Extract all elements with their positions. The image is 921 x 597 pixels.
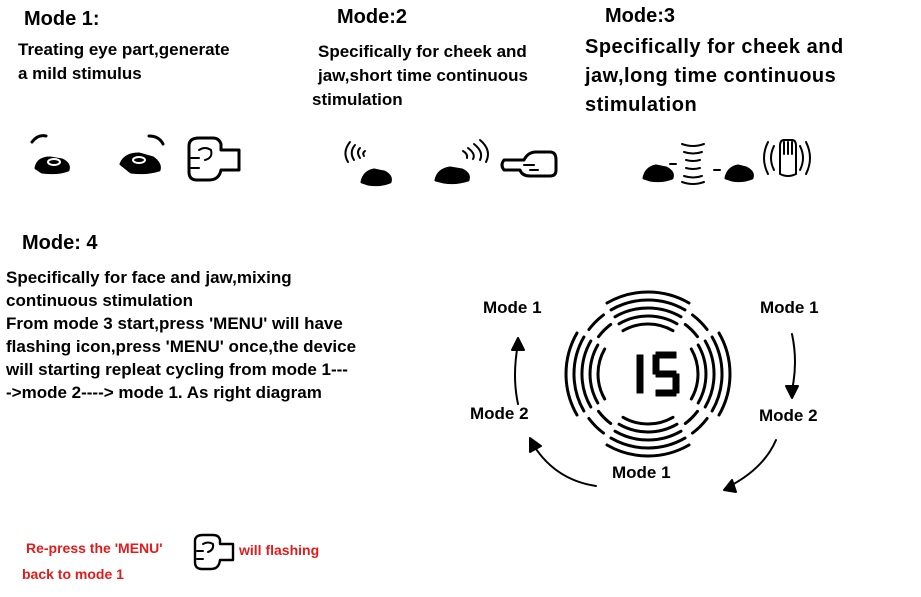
fist-icon [187,136,241,182]
diagram-label-right: Mode 2 [759,406,818,425]
arrow-icon [785,333,799,399]
mode3-line: stimulation [585,94,698,116]
display-arc [587,417,605,435]
display-arc [605,443,691,458]
mode3-line: jaw,long time continuous [585,65,837,87]
pad-icon [713,164,754,183]
diagram-label-top-right: Mode 1 [760,298,819,317]
footer-after-icon: will flashing [239,542,320,558]
mode-cycle-display [564,290,732,458]
display-arc [580,339,593,409]
diagram-label-left: Mode 2 [470,404,529,423]
mode2-description: Specifically for cheek and jaw,short tim… [312,40,528,112]
display-arc [609,436,687,450]
mode4-title: Mode: 4 [22,232,98,254]
display-digit-segment [655,389,677,397]
mode1-title: Mode 1: [24,8,100,30]
display-arc [717,331,732,417]
mode4-line: From mode 3 start,press 'MENU' will have [6,314,343,333]
display-arc [572,335,586,413]
mode1-line: a mild stimulus [18,64,142,83]
display-arc [689,347,700,401]
display-arc [710,335,724,413]
display-arc [621,415,675,426]
display-arc [683,323,699,339]
mode2-line: Specifically for cheek and [318,42,527,61]
pad-icon [30,134,70,175]
mode1-line: Treating eye part,generate [18,40,230,59]
display-arc [696,343,708,405]
display-arc [564,331,579,417]
palm-hand-icon [763,139,811,177]
diagram-label-top-left: Mode 1 [483,298,542,317]
mode2-title: Mode:2 [337,6,407,28]
display-arc [703,339,716,409]
display-arc [597,409,613,425]
pointing-hand-icon [500,150,558,178]
display-arc [588,343,600,405]
mode2-line: stimulation [312,90,403,109]
arrow-icon [511,337,525,405]
display-arc [691,313,709,331]
display-arc [683,409,699,425]
mode4-line: continuous stimulation [6,291,193,310]
display-arc [621,322,675,333]
display-arc [609,298,687,312]
display-arc [605,290,691,305]
display-arc [617,314,679,326]
mode3-line: Specifically for cheek and [585,36,844,58]
display-arc [596,347,607,401]
mode3-title: Mode:3 [605,5,675,27]
pad-wave-icon [344,141,392,187]
footer-line1: Re-press the 'MENU' [26,540,163,556]
fist-icon [193,533,235,571]
display-arc [617,422,679,434]
pad-wave-icon [434,139,489,185]
mode4-line: flashing icon,press 'MENU' once,the devi… [6,337,357,356]
diagram-label-bottom: Mode 1 [612,463,671,482]
display-arc [613,429,683,442]
display-digit-segment [636,373,644,394]
mode4-description: Specifically for face and jaw,mixing con… [6,266,356,404]
display-arc [691,417,709,435]
display-arc [587,313,605,331]
mode4-line: will starting repleat cycling from mode … [6,360,348,379]
display-arc [613,306,683,319]
mode3-description: Specifically for cheek and jaw,long time… [585,33,844,120]
footer-line2: back to mode 1 [22,566,124,582]
mode4-line: Specifically for face and jaw,mixing [6,268,292,287]
pad-icon [119,134,165,175]
arrow-icon [529,437,597,487]
display-arc [597,323,613,339]
mode4-line: ->mode 2----> mode 1. As right diagram [6,383,322,402]
mode2-line: jaw,short time continuous [318,66,528,85]
pad-icon [642,163,677,183]
mode1-description: Treating eye part,generate a mild stimul… [18,38,230,86]
wave-icon [681,143,705,185]
arrow-icon [723,439,777,493]
display-digit-segment [636,354,644,375]
